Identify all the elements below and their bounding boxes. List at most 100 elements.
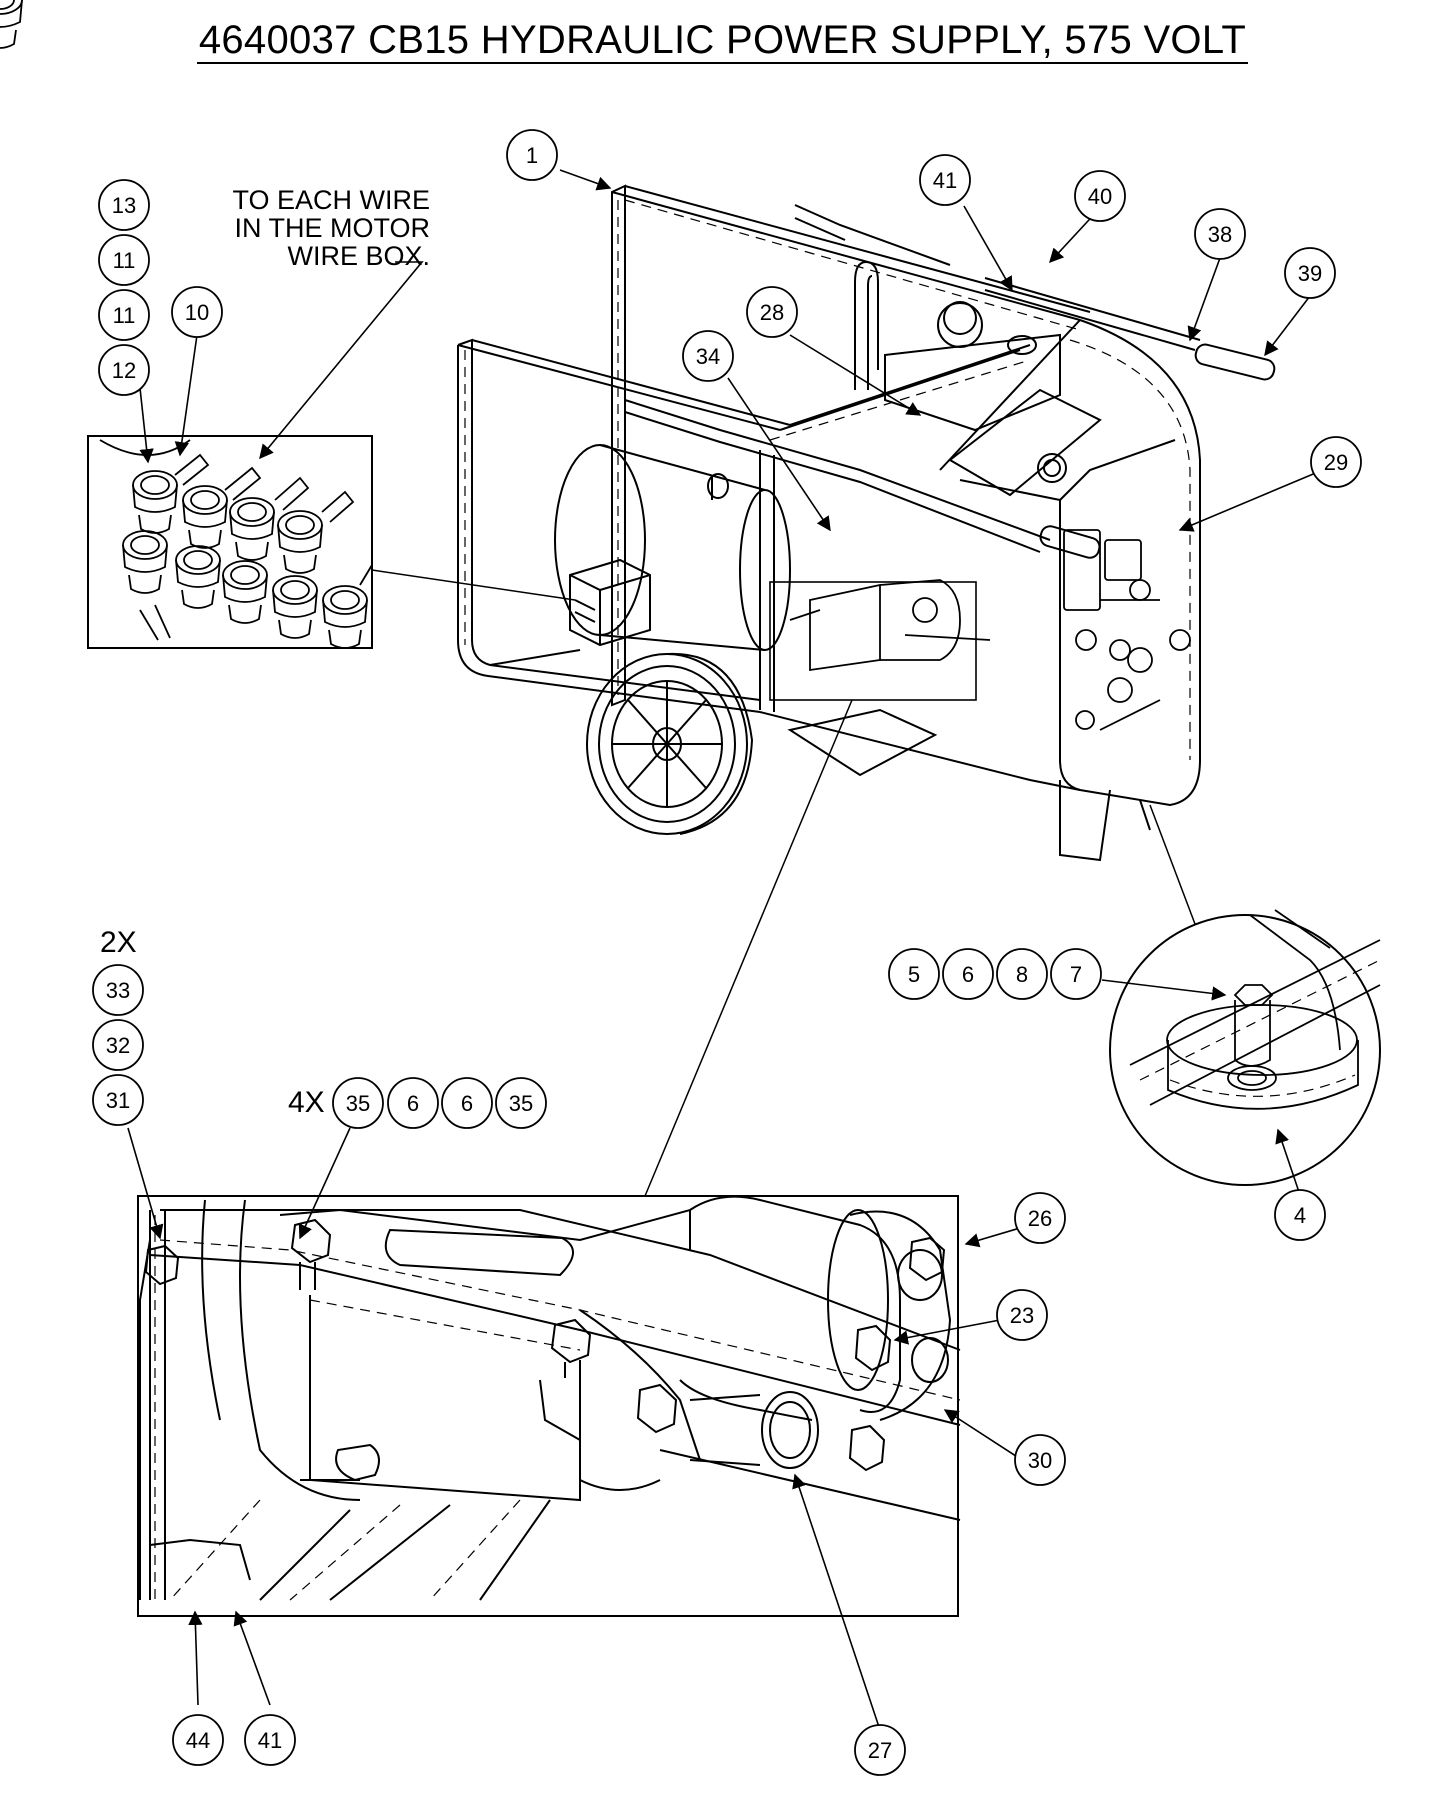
balloon-32: 32	[92, 1019, 144, 1071]
balloon-27: 27	[854, 1724, 906, 1776]
pump-callout-rect	[769, 581, 977, 701]
balloon-label: 32	[106, 1033, 130, 1058]
foot-detail-circle	[1109, 914, 1381, 1186]
foot-detail-contents	[1129, 909, 1381, 1110]
balloon-10: 10	[171, 286, 223, 338]
balloon-circle	[1274, 1189, 1326, 1241]
balloon-40: 40	[1074, 170, 1126, 222]
balloon-circle	[98, 289, 150, 341]
balloon-34: 34	[682, 330, 734, 382]
pump-assembly-main	[789, 579, 991, 672]
quantity-4x: 4X	[288, 1086, 325, 1119]
balloon-circle	[746, 286, 798, 338]
quantity-2x: 2X	[100, 926, 137, 959]
wire-note-line-3: WIRE BOX.	[287, 241, 430, 271]
balloon-38: 38	[1194, 208, 1246, 260]
pump-detail-frame	[137, 1195, 959, 1617]
balloon-6: 6	[441, 1077, 493, 1129]
balloon-circle	[1014, 1434, 1066, 1486]
wire-note: TO EACH WIRE IN THE MOTOR WIRE BOX.	[190, 186, 430, 270]
balloon-circle	[1050, 948, 1102, 1000]
balloon-circle	[996, 948, 1048, 1000]
balloon-circle	[682, 330, 734, 382]
balloon-label: 7	[1070, 962, 1082, 987]
balloon-12: 12	[98, 344, 150, 396]
balloon-label: 26	[1028, 1206, 1052, 1231]
balloon-circle	[996, 1289, 1048, 1341]
balloon-29: 29	[1310, 436, 1362, 488]
balloon-13: 13	[98, 179, 150, 231]
balloon-circle	[98, 179, 150, 231]
wire-note-line-1: TO EACH WIRE	[232, 185, 430, 215]
balloon-label: 34	[696, 344, 720, 369]
hidden-lines	[464, 199, 1191, 760]
page-title: 4640037 CB15 HYDRAULIC POWER SUPPLY, 575…	[0, 18, 1445, 64]
balloon-circle	[942, 948, 994, 1000]
balloon-circle	[332, 1077, 384, 1129]
balloon-label: 44	[186, 1728, 210, 1753]
balloon-label: 11	[113, 248, 136, 273]
control-face-details	[1063, 529, 1191, 731]
balloon-label: 38	[1208, 222, 1232, 247]
balloon-30: 30	[1014, 1434, 1066, 1486]
balloon-label: 30	[1028, 1448, 1052, 1473]
pump-detail-contents	[139, 1195, 961, 1601]
balloon-circle	[387, 1077, 439, 1129]
balloon-circle	[495, 1077, 547, 1129]
balloon-label: 27	[868, 1738, 892, 1763]
wire-note-line-2: IN THE MOTOR	[234, 213, 430, 243]
balloon-circle	[888, 948, 940, 1000]
balloon-11: 11	[98, 234, 150, 286]
balloon-8: 8	[996, 948, 1048, 1000]
balloon-label: 8	[1016, 962, 1028, 987]
balloon-circle	[1284, 247, 1336, 299]
base-plate	[787, 708, 938, 777]
balloon-circle	[92, 1074, 144, 1126]
balloon-circle	[854, 1724, 906, 1776]
extended-handle	[624, 204, 1276, 559]
balloon-label: 6	[461, 1091, 473, 1116]
balloon-39: 39	[1284, 247, 1336, 299]
balloon-5: 5	[888, 948, 940, 1000]
balloon-label: 40	[1088, 184, 1112, 209]
balloon-31: 31	[92, 1074, 144, 1126]
balloon-label: 33	[106, 978, 130, 1003]
balloon-33: 33	[92, 964, 144, 1016]
balloon-4: 4	[1274, 1189, 1326, 1241]
balloon-label: 28	[760, 300, 784, 325]
balloon-label: 4	[1294, 1203, 1306, 1228]
balloon-circle	[506, 129, 558, 181]
balloon-circle	[441, 1077, 493, 1129]
balloon-26: 26	[1014, 1192, 1066, 1244]
balloon-28: 28	[746, 286, 798, 338]
balloon-label: 6	[962, 962, 974, 987]
balloon-7: 7	[1050, 948, 1102, 1000]
balloon-circle	[92, 1019, 144, 1071]
balloon-label: 10	[185, 300, 209, 325]
balloon-44: 44	[172, 1714, 224, 1766]
electric-motor	[554, 444, 791, 651]
balloon-6: 6	[942, 948, 994, 1000]
balloon-label: 31	[106, 1088, 130, 1113]
wheel	[586, 652, 754, 835]
balloon-41: 41	[244, 1714, 296, 1766]
page-title-text: 4640037 CB15 HYDRAULIC POWER SUPPLY, 575…	[196, 18, 1249, 64]
balloon-label: 23	[1010, 1303, 1034, 1328]
balloon-41: 41	[919, 154, 971, 206]
balloon-1: 1	[506, 129, 558, 181]
balloon-circle	[1074, 170, 1126, 222]
balloon-label: 11	[113, 303, 136, 328]
balloon-11: 11	[98, 289, 150, 341]
balloon-label: 35	[509, 1091, 533, 1116]
balloon-circle	[1014, 1192, 1066, 1244]
machine-frame	[457, 184, 1201, 862]
balloon-circle	[98, 344, 150, 396]
balloon-label: 35	[346, 1091, 370, 1116]
balloon-circle	[1310, 436, 1362, 488]
motor-wire-box-detail-frame	[87, 435, 373, 649]
balloon-label: 29	[1324, 450, 1348, 475]
balloon-label: 41	[933, 168, 957, 193]
